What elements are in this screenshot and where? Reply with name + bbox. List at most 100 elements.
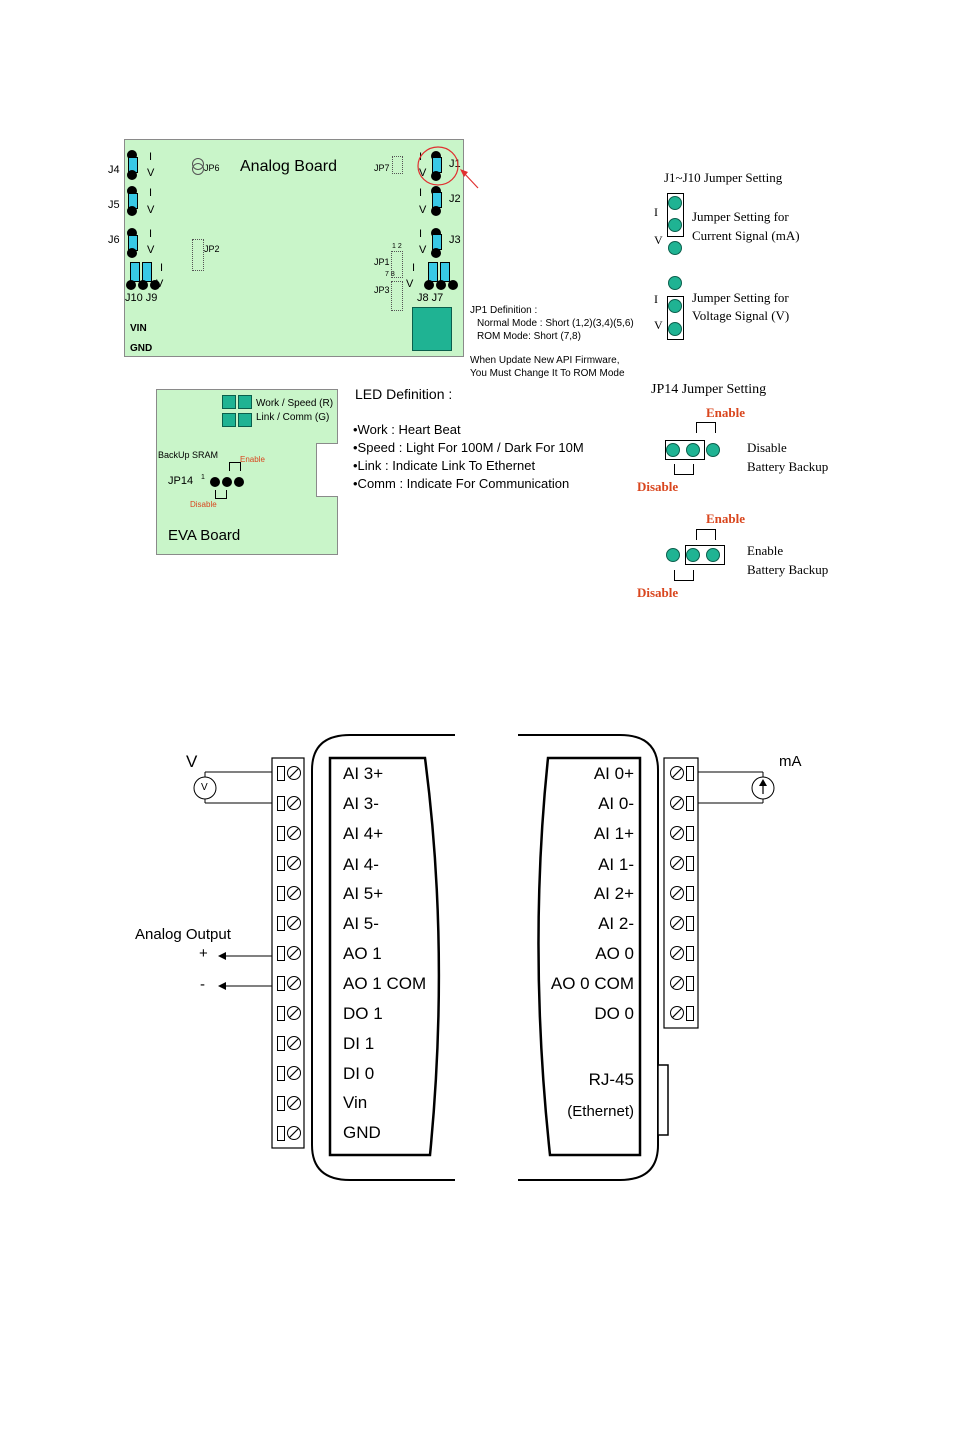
- led-def-item-speed: •Speed : Light For 100M / Dark For 10M: [353, 440, 584, 455]
- current-v-label: V: [654, 233, 663, 247]
- terminal-label: AI 5-: [343, 914, 379, 933]
- terminal-screw: [275, 1004, 303, 1022]
- analog-board-title: Analog Board: [240, 158, 337, 175]
- led-definition-title: LED Definition :: [355, 386, 453, 402]
- led-def-item-link: •Link : Indicate Link To Ethernet: [353, 458, 536, 473]
- terminal-screw: [275, 944, 303, 962]
- iv-i-label: I: [412, 262, 416, 274]
- terminal-label: Vin: [343, 1093, 368, 1112]
- led-row1-label: Work / Speed (R): [256, 398, 334, 409]
- iv-v-label: V: [419, 244, 427, 256]
- terminal-screw: [667, 974, 695, 992]
- iv-i-label: I: [149, 187, 153, 199]
- terminal-label: AI 4-: [343, 855, 379, 874]
- terminal-screw: [275, 794, 303, 812]
- voltage-setting-label-2: Voltage Signal (V): [692, 308, 790, 323]
- terminal-label: AO 0 COM: [550, 974, 634, 993]
- terminal-screw: [275, 1094, 303, 1112]
- terminal-label: AI 0+: [593, 764, 634, 783]
- jp14-pin1-label: 1: [201, 474, 205, 481]
- voltage-i-label: I: [654, 292, 658, 306]
- gnd-label: GND: [130, 343, 153, 354]
- terminal-screw: [667, 764, 695, 782]
- iv-v-label: V: [406, 278, 414, 290]
- jumper-label-j3: J3: [449, 234, 461, 246]
- eva-disable-label: Disable: [190, 500, 217, 509]
- led-work-speed-2: [238, 395, 252, 409]
- terminal-label: GND: [343, 1123, 381, 1142]
- jumper-label-j4: J4: [108, 164, 120, 176]
- ethernet-label: (Ethernet): [567, 1103, 634, 1120]
- iv-v-label: V: [147, 244, 155, 256]
- current-source-label: mA: [779, 753, 802, 770]
- terminal-screw: [667, 824, 695, 842]
- terminal-label: AI 2+: [593, 884, 634, 903]
- jp1-rom-mode: ROM Mode: Short (7,8): [477, 331, 581, 342]
- rj45-port-block: [412, 307, 452, 351]
- jumper-label-j8-j7: J8 J7: [417, 292, 444, 304]
- iv-i-label: I: [149, 151, 153, 163]
- terminal-label: AI 1+: [593, 824, 634, 843]
- iv-i-label: I: [419, 228, 423, 240]
- analog-output-label: Analog Output: [135, 926, 231, 943]
- jp14-case2-desc-2: Battery Backup: [747, 562, 829, 577]
- analog-output-plus: +: [199, 945, 208, 962]
- terminal-label: AI 4+: [343, 824, 384, 843]
- jp14-label: JP14: [168, 475, 194, 487]
- analog-board: [124, 139, 464, 357]
- jp14-case1-desc-2: Battery Backup: [747, 459, 829, 474]
- terminal-screw: [275, 1034, 303, 1052]
- iv-v-label: V: [147, 204, 155, 216]
- terminal-screw: [275, 854, 303, 872]
- terminal-label: AI 3-: [343, 794, 379, 813]
- eva-board-title: EVA Board: [168, 527, 241, 544]
- jp6-label: JP6: [204, 163, 220, 173]
- jp2-label: JP2: [204, 244, 220, 254]
- led-def-item-comm: •Comm : Indicate For Communication: [353, 476, 570, 491]
- jp1-normal-mode: Normal Mode : Short (1,2)(3,4)(5,6): [477, 318, 634, 329]
- voltmeter-symbol-label: V: [201, 782, 208, 793]
- terminal-label: AI 3+: [343, 764, 384, 783]
- led-def-item-work: •Work : Heart Beat: [353, 422, 461, 437]
- iv-v-label: V: [419, 204, 427, 216]
- iv-v-label: V: [147, 167, 155, 179]
- terminal-screw: [275, 974, 303, 992]
- terminal-screw: [275, 1124, 303, 1142]
- terminal-label: AO 0: [595, 944, 634, 963]
- j1-highlight-marker: [417, 146, 479, 189]
- current-setting-label-2: Current Signal (mA): [692, 228, 800, 243]
- iv-v-label: V: [156, 278, 164, 290]
- module-wiring-outline: [193, 734, 775, 1181]
- current-setting-label-1: Jumper Setting for: [692, 209, 789, 224]
- led-work-speed-1: [222, 395, 236, 409]
- iv-i-label: I: [419, 187, 423, 199]
- jumper-label-j5: J5: [108, 199, 120, 211]
- terminal-label: AI 2-: [598, 914, 634, 933]
- terminal-label: DI 1: [343, 1034, 375, 1053]
- terminal-screw: [667, 854, 695, 872]
- terminal-label: AI 0-: [598, 794, 634, 813]
- eva-enable-label: Enable: [240, 455, 265, 464]
- led-link-comm-1: [222, 413, 236, 427]
- terminal-label: AO 1: [343, 944, 382, 963]
- jp14-case2-desc-1: Enable: [747, 543, 784, 558]
- terminal-screw: [667, 944, 695, 962]
- terminal-label: DO 1: [343, 1004, 383, 1023]
- jp1-definition-title: JP1 Definition :: [470, 305, 538, 316]
- jp14-case2-disable: Disable: [637, 585, 679, 600]
- rj45-label: RJ-45: [588, 1070, 634, 1089]
- terminal-screw: [667, 794, 695, 812]
- terminal-screw: [275, 914, 303, 932]
- jp14-case1-disable: Disable: [637, 479, 679, 494]
- terminal-label: AO 1 COM: [343, 974, 427, 993]
- current-i-label: I: [654, 205, 658, 219]
- voltage-setting-label-1: Jumper Setting for: [692, 290, 789, 305]
- iv-i-label: I: [149, 228, 153, 240]
- terminal-screw: [275, 1064, 303, 1082]
- iv-v-label: V: [419, 167, 427, 179]
- terminal-screw: [275, 824, 303, 842]
- terminal-screw: [667, 1004, 695, 1022]
- voltage-source-label: V: [186, 752, 198, 771]
- terminal-label: DI 0: [343, 1064, 375, 1083]
- terminal-label: AI 1-: [598, 855, 634, 874]
